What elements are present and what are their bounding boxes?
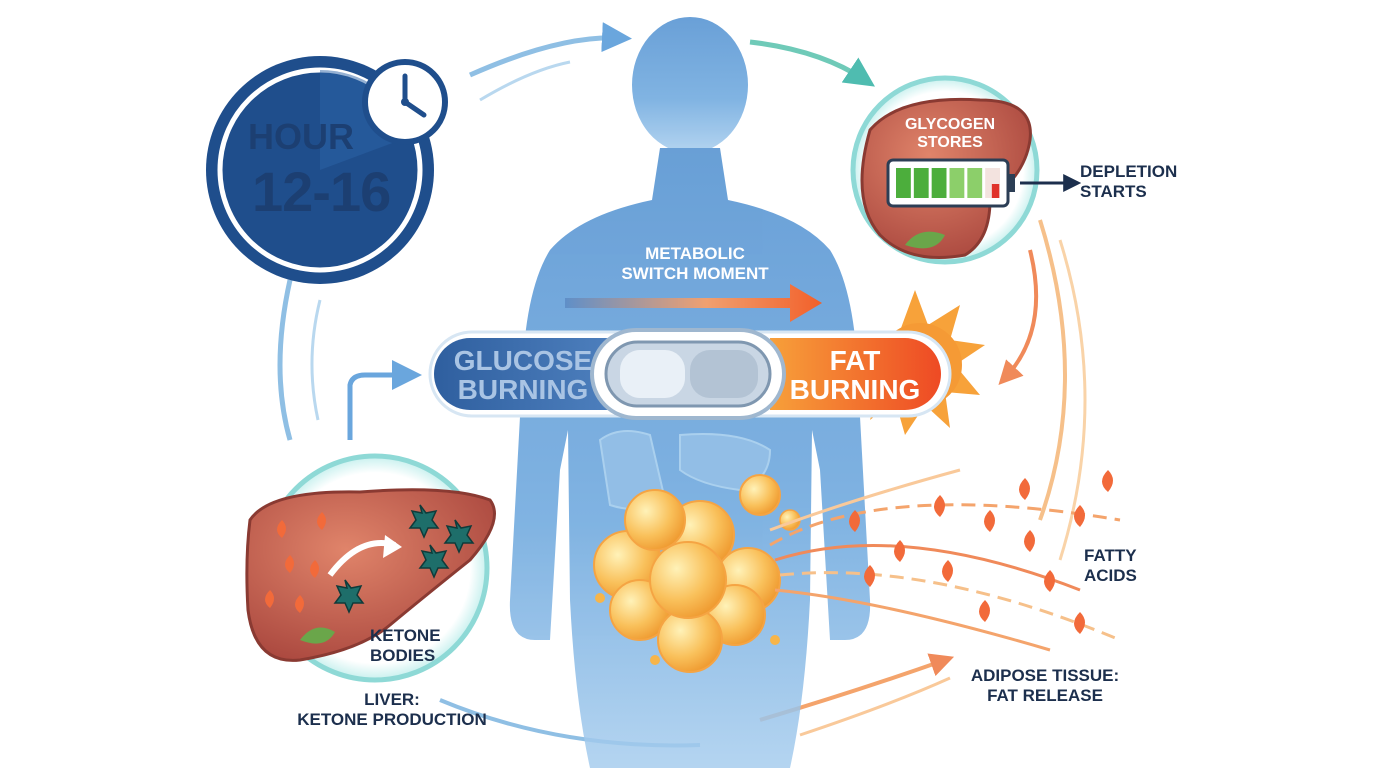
depletion-starts-label: DEPLETION STARTS [1080, 162, 1178, 201]
battery-depleted-segment [991, 184, 1000, 198]
adipose-fat-release-label: ADIPOSE TISSUE: FAT RELEASE [970, 666, 1120, 705]
hour-label: HOUR [248, 116, 354, 157]
battery-segment [967, 168, 983, 198]
ketone-body-icons [333, 504, 475, 614]
hour-range-label: 12-16 [252, 160, 391, 223]
battery-segment [949, 168, 965, 198]
fatty-acids-label: FATTY ACIDS [1084, 546, 1137, 585]
battery-segment [913, 168, 929, 198]
glycogen-stores-label: GLYCOGEN STORES [904, 116, 996, 152]
glucose-burning-label: GLUCOSE BURNING [453, 345, 593, 406]
glycogen-battery-icon [886, 158, 1015, 208]
adipose-fat-cells [593, 474, 801, 673]
fat-burning-label: FAT BURNING [789, 345, 921, 406]
clock-icon [362, 59, 448, 145]
liver-ketone-production-label: LIVER: KETONE PRODUCTION [297, 690, 487, 729]
metabolic-switch-toggle [428, 328, 952, 420]
fatty-acid-streams [769, 468, 1121, 652]
metabolic-switch-arrow [565, 284, 822, 322]
battery-segment [896, 168, 911, 198]
battery-segment [931, 168, 947, 198]
flame-icons [849, 470, 1113, 634]
metabolic-switch-label: METABOLIC SWITCH MOMENT [621, 244, 769, 283]
ketone-bodies-label: KETONE BODIES [370, 626, 441, 665]
liver-flame-icons [265, 512, 326, 613]
